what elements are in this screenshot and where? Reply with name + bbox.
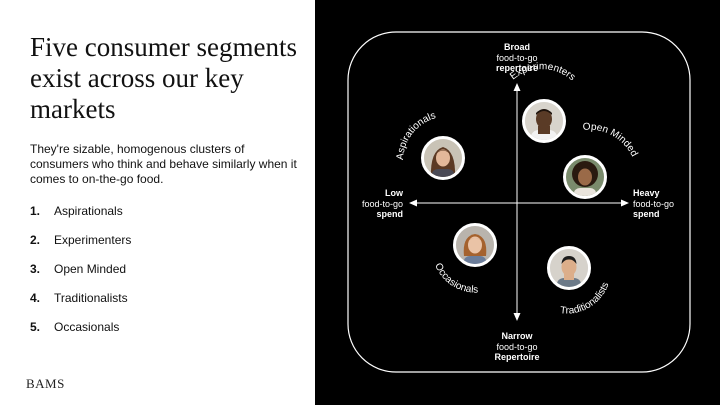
- axis-label-left-line2: food-to-go: [361, 198, 403, 209]
- segment-list: 1. Aspirationals 2. Experimenters 3. Open M…: [30, 204, 131, 349]
- list-item-number: 4.: [30, 291, 41, 305]
- avatar-photo-icon: [424, 139, 462, 177]
- axis-label-left-line3: spend: [376, 209, 403, 219]
- list-item-number: 5.: [30, 320, 41, 334]
- list-item-label: Traditionalists: [54, 291, 128, 305]
- avatar-open-minded: [563, 155, 607, 199]
- list-item: 4. Traditionalists: [30, 291, 131, 320]
- avatar-aspirationals: [421, 136, 465, 180]
- axis-label-top-line1: Broad: [503, 42, 530, 52]
- avatar-occasionals: [453, 223, 497, 267]
- map-frame: [347, 31, 691, 373]
- arrow-right-icon: [621, 199, 629, 207]
- avatar-photo-icon: [456, 226, 494, 264]
- list-item: 1. Aspirationals: [30, 204, 131, 233]
- axis-label-top-line3: repertoire: [495, 63, 539, 73]
- list-item-label: Occasionals: [54, 320, 120, 334]
- axis-label-left: Low food-to-go spend: [345, 188, 403, 220]
- axis-label-bottom-line2: food-to-go: [496, 341, 538, 352]
- axis-label-bottom-line3: Repertoire: [494, 352, 540, 362]
- arrow-up-icon: [513, 83, 521, 91]
- list-item: 2. Experimenters: [30, 233, 131, 262]
- axis-label-top-line2: food-to-go: [496, 52, 538, 63]
- axis-label-top: Broad food-to-go repertoire: [485, 42, 549, 74]
- list-item: 3. Open Minded: [30, 262, 131, 291]
- axis-label-bottom: Narrow food-to-go Repertoire: [485, 331, 549, 363]
- list-item-label: Aspirationals: [54, 204, 123, 218]
- avatar-photo-icon: [566, 158, 604, 196]
- segment-label-open-minded: Open Minded: [583, 121, 640, 158]
- axis-label-right: Heavy food-to-go spend: [633, 188, 693, 220]
- list-item-number: 2.: [30, 233, 41, 247]
- slide-title: Five consumer segments exist across our …: [30, 32, 297, 124]
- list-item: 5. Occasionals: [30, 320, 131, 349]
- list-item-label: Open Minded: [54, 262, 127, 276]
- list-item-number: 1.: [30, 204, 41, 218]
- axis-label-left-line1: Low: [385, 188, 403, 198]
- arrow-down-icon: [513, 313, 521, 321]
- axis-label-right-line3: spend: [633, 209, 660, 219]
- axis-label-bottom-line1: Narrow: [501, 331, 533, 341]
- avatar-photo-icon: [525, 102, 563, 140]
- avatar-experimenters: [522, 99, 566, 143]
- avatar-traditionalists: [547, 246, 591, 290]
- segment-map-panel: Experimenters Aspirationals Open Minded …: [315, 0, 720, 405]
- arrow-left-icon: [409, 199, 417, 207]
- axis-label-right-line1: Heavy: [633, 188, 660, 198]
- slide-subtitle: They're sizable, homogenous clusters of …: [30, 142, 297, 186]
- avatar-photo-icon: [550, 249, 588, 287]
- list-item-label: Experimenters: [54, 233, 132, 247]
- axis-label-right-line2: food-to-go: [633, 198, 675, 209]
- company-logo: BAMS: [26, 376, 65, 391]
- left-panel: Five consumer segments exist across our …: [0, 0, 315, 405]
- list-item-number: 3.: [30, 262, 41, 276]
